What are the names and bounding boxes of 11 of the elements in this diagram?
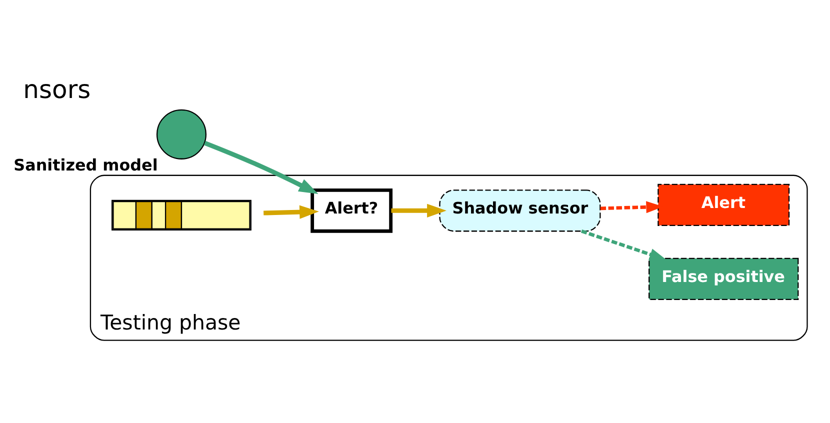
node-circle bbox=[156, 109, 207, 160]
arrow bbox=[264, 205, 319, 219]
node-label: Sanitized model bbox=[14, 155, 158, 174]
arrow bbox=[580, 230, 667, 260]
arrow bbox=[204, 140, 318, 194]
node-box: Shadow sensor bbox=[439, 190, 601, 232]
node-box: Alert? bbox=[310, 188, 393, 233]
node-box: Alert bbox=[658, 184, 790, 226]
node-box: False positive bbox=[648, 258, 799, 300]
arrow bbox=[391, 204, 446, 218]
diagram-title: nsors bbox=[23, 75, 91, 104]
